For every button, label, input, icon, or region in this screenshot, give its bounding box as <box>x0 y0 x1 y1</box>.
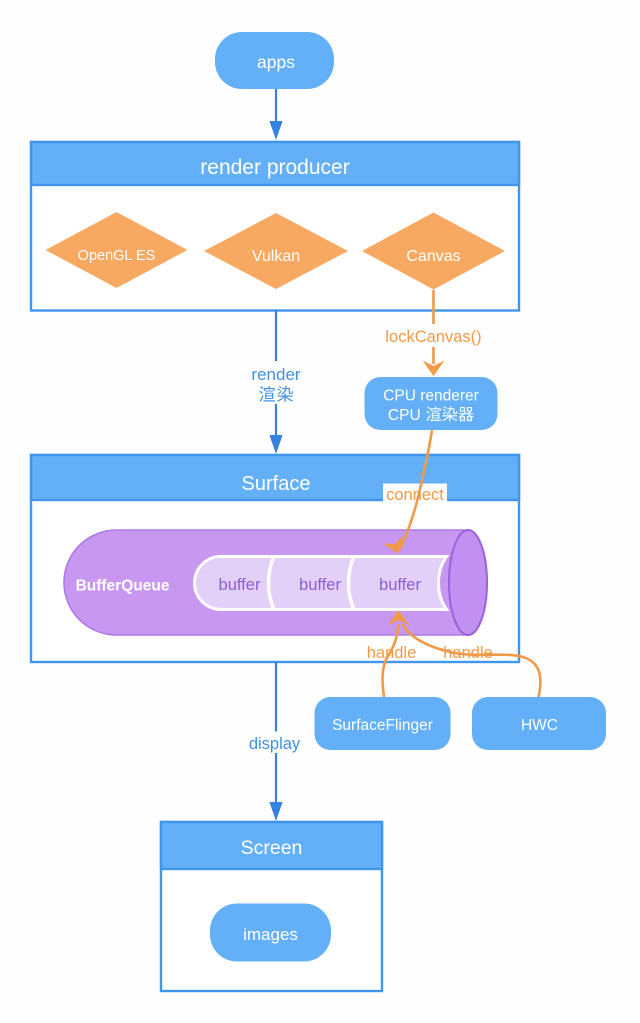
svg-text:buffer: buffer <box>219 576 261 594</box>
svg-text:SurfaceFlinger: SurfaceFlinger <box>332 717 433 734</box>
svg-text:render producer: render producer <box>200 156 349 179</box>
svg-text:images: images <box>243 925 298 944</box>
svg-text:lockCanvas(): lockCanvas() <box>385 328 481 346</box>
svg-text:render: render <box>251 365 300 384</box>
svg-text:OpenGL ES: OpenGL ES <box>78 248 156 264</box>
svg-text:Screen: Screen <box>241 837 303 859</box>
svg-text:display: display <box>249 735 301 753</box>
svg-text:BufferQueue: BufferQueue <box>76 578 170 595</box>
svg-text:Surface: Surface <box>242 473 311 495</box>
svg-text:Vulkan: Vulkan <box>252 248 300 265</box>
svg-text:handle: handle <box>367 644 417 662</box>
svg-text:buffer: buffer <box>379 576 421 594</box>
svg-text:Canvas: Canvas <box>406 248 460 265</box>
svg-text:HWC: HWC <box>521 717 558 734</box>
svg-text:handle: handle <box>443 644 493 662</box>
svg-text:connect: connect <box>386 486 444 504</box>
svg-text:CPU renderer: CPU renderer <box>383 388 479 405</box>
svg-text:buffer: buffer <box>299 576 341 594</box>
svg-text:apps: apps <box>257 52 295 72</box>
svg-text:CPU: CPU <box>388 407 421 424</box>
